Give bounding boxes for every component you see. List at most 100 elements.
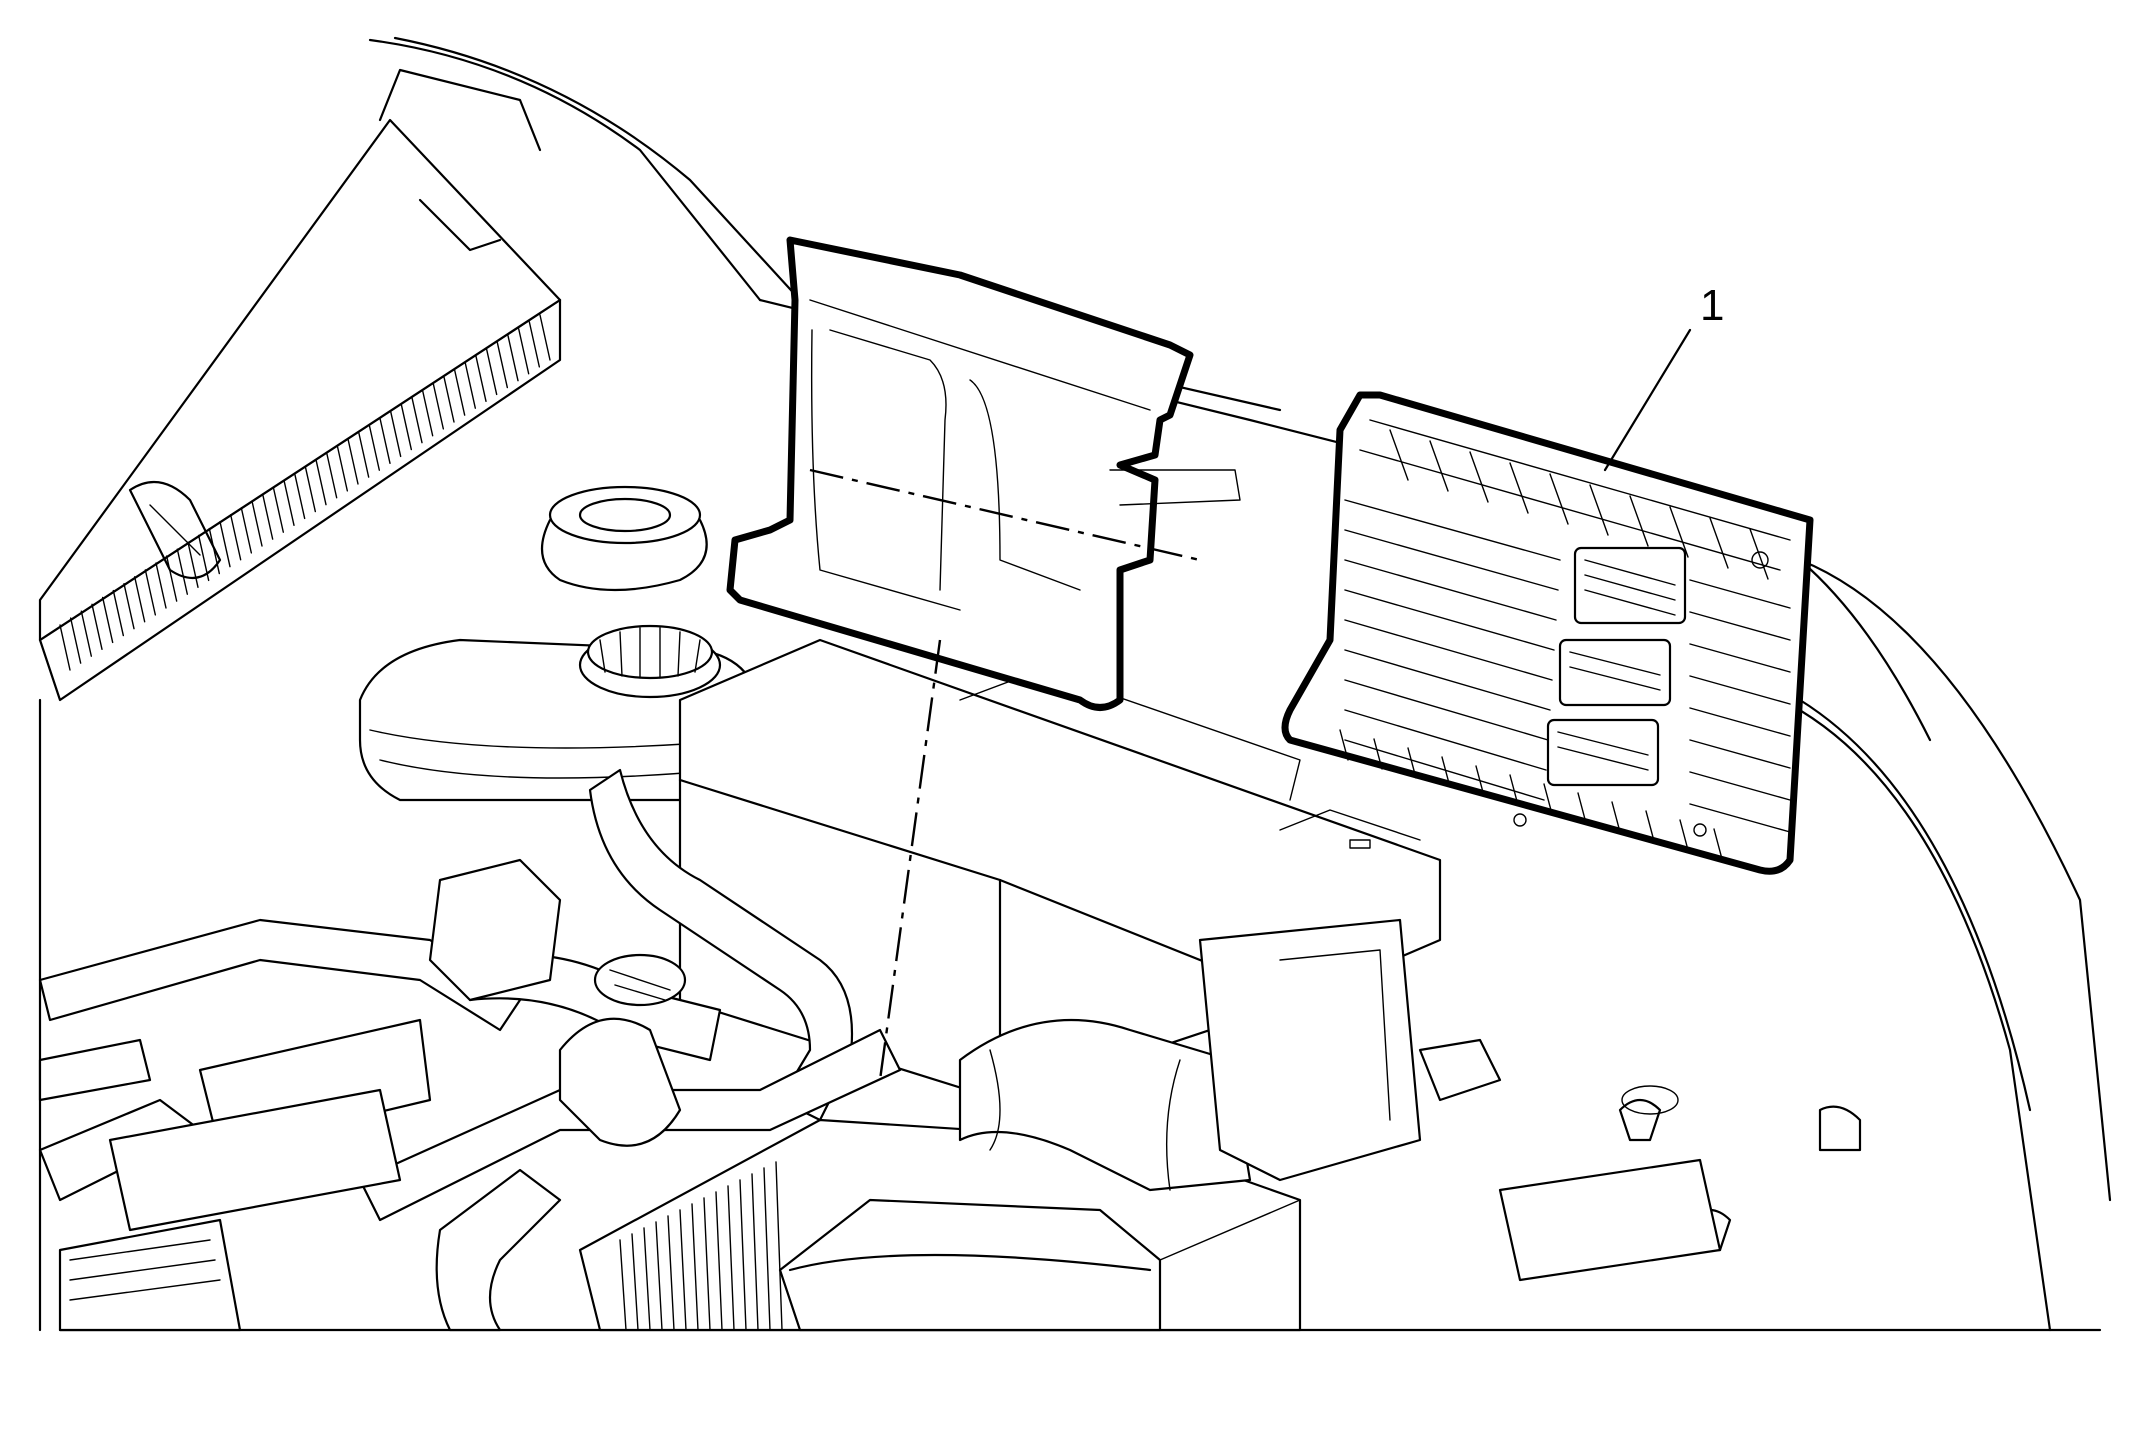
ecm-right-fin <box>1689 803 1791 833</box>
vent-slat <box>400 403 413 451</box>
vent-slat <box>155 562 167 609</box>
vent-slat <box>411 396 423 444</box>
ecm-top-fin <box>1709 517 1729 569</box>
vent-slat <box>240 507 253 554</box>
air-grille-line <box>751 1173 759 1331</box>
vent-slat <box>432 383 445 430</box>
ecm-right-fin <box>1689 643 1791 673</box>
vent-slat <box>101 596 114 644</box>
vent-slat <box>347 438 359 485</box>
ecm-right-fin <box>1689 675 1791 705</box>
vent-slat <box>368 424 381 471</box>
ecm-right-fin <box>1689 579 1791 609</box>
ecm-bottom-fin <box>1645 810 1655 842</box>
vent-slat <box>325 452 338 499</box>
ecm-right-fin <box>1689 707 1791 737</box>
ecm-side-fin <box>1344 529 1559 591</box>
engine-components <box>58 858 1862 1332</box>
ecm-right-fin <box>1689 611 1791 641</box>
ecm-side-fin <box>1344 559 1557 621</box>
side-mirror <box>128 480 222 580</box>
vent-slat <box>539 314 551 361</box>
vent-slat <box>69 617 82 664</box>
ecm-bottom-fin <box>1509 774 1519 806</box>
ecm-top-fin <box>1629 495 1649 547</box>
air-grille-line <box>739 1179 747 1331</box>
ecm-top-fin <box>1549 473 1569 525</box>
ecm-bottom-fin <box>1543 783 1553 815</box>
vent-slat <box>165 555 178 602</box>
air-grille-line <box>631 1233 639 1331</box>
air-grille-line <box>643 1227 651 1331</box>
vent-slat <box>453 369 466 416</box>
ecm-side-fin <box>1344 649 1551 711</box>
vent-slat <box>144 569 157 616</box>
ecm-bottom-fin <box>1441 756 1451 788</box>
air-grille-line <box>667 1215 675 1331</box>
air-grille-line <box>619 1239 627 1331</box>
ecm-side-fin <box>1344 679 1549 741</box>
ecm-bottom-fin <box>1611 801 1621 833</box>
ecm-bottom-fin <box>1407 747 1417 779</box>
ecm-top-fin <box>1749 528 1769 580</box>
vent-slat <box>293 472 306 520</box>
vent-slat <box>251 500 263 547</box>
vent-slat <box>507 334 519 382</box>
vent-slat <box>91 603 103 651</box>
ecm-bottom-fin <box>1679 819 1689 851</box>
vent-slat <box>443 376 455 423</box>
vent-slat <box>304 465 317 513</box>
ecm-side-fin <box>1344 709 1547 771</box>
vent-slat <box>357 431 370 478</box>
ecm-top-fin <box>1429 440 1449 492</box>
vent-slat <box>336 445 349 492</box>
ecm-top-fin <box>1669 506 1689 558</box>
ecm-bottom-fin <box>1373 738 1383 770</box>
vent-slat <box>112 589 125 637</box>
vent-slat <box>133 576 146 623</box>
ecm-module <box>1281 391 1814 875</box>
callout-1-label: 1 <box>1700 281 1724 330</box>
vent-slat <box>315 458 327 506</box>
vent-slat <box>80 610 93 657</box>
air-grille-line <box>703 1197 711 1331</box>
coolant-reservoir <box>358 485 762 802</box>
air-grille-line <box>691 1203 699 1331</box>
vent-slat <box>421 390 434 437</box>
ecm-side-fin <box>1344 499 1561 561</box>
vent-slat <box>219 520 231 568</box>
ecm-top-fin <box>1509 462 1529 514</box>
air-grille-line <box>727 1185 735 1331</box>
ecm-right-fin <box>1689 739 1791 769</box>
vent-slat <box>528 321 541 368</box>
air-grille-line <box>655 1221 663 1331</box>
vent-slat <box>464 362 477 409</box>
air-grille-line <box>679 1209 687 1331</box>
callout-1-leader-line <box>1603 328 1692 472</box>
vent-slat <box>176 548 189 595</box>
vent-slat <box>187 541 199 589</box>
ecm-bottom-fin <box>1475 765 1485 797</box>
vent-slat <box>123 582 135 630</box>
vent-slat <box>283 479 295 527</box>
vent-slat <box>485 348 498 396</box>
cowl-vent-panel <box>38 68 562 1332</box>
vent-slat <box>496 341 509 389</box>
vent-slat <box>389 410 402 458</box>
ecm-top-fin <box>1389 429 1409 481</box>
vent-slat <box>261 493 274 540</box>
ecm-cover <box>726 236 1241 1081</box>
vent-slat <box>517 328 530 375</box>
vent-slat <box>379 417 391 465</box>
air-grille-line <box>775 1161 783 1331</box>
vent-slat <box>229 514 242 561</box>
ecm-bottom-fin <box>1339 729 1349 761</box>
air-grille-line <box>715 1191 723 1331</box>
vent-slat <box>272 486 285 533</box>
vent-slat <box>59 624 71 671</box>
ecm-bottom-fin <box>1713 828 1723 860</box>
air-grille-line <box>763 1167 771 1331</box>
ecm-side-fin <box>1344 589 1555 651</box>
ecm-side-fin <box>1344 619 1553 681</box>
